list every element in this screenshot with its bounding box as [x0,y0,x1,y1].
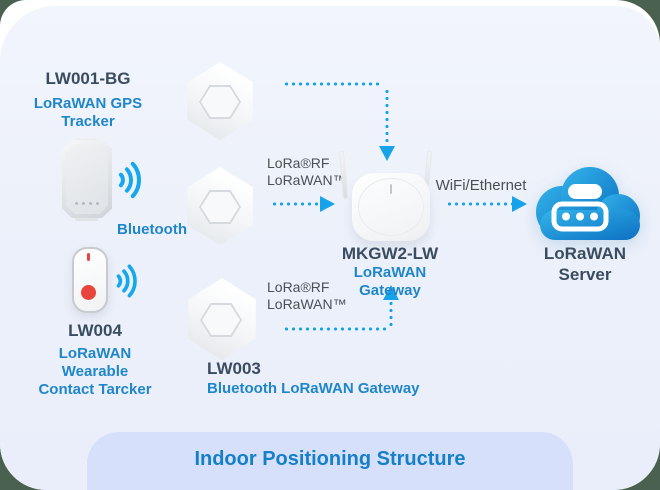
lora-rf-label-top: LoRa®RF LoRaWAN™ [267,155,347,189]
gateway-label-group: MKGW2-LW LoRaWAN Gateway [325,243,455,300]
lora-rf-bottom-line1: LoRa®RF [267,279,330,295]
diagram-panel [0,6,660,490]
lw004-desc-line1: LoRaWAN Wearable [58,345,132,380]
lw004-desc-line2: Contact Tarcker [38,381,152,398]
lw003-model-name: LW003 [207,359,261,378]
gateway-indicator [390,184,392,194]
footer-banner: Indoor Positioning Structure [87,432,573,490]
arrow-top-vertical [385,88,389,146]
lw004-model-name: LW004 [68,321,122,340]
lw001-desc-line2: Tracker [61,113,115,130]
lw004-body [72,247,108,313]
gateway-model-name: MKGW2-LW [341,244,439,263]
tracker-body [62,140,112,218]
signal-waves-icon [116,264,137,298]
lw003-label-group: LW003 Bluetooth LoRaWAN Gateway [207,358,427,398]
sos-button [81,285,96,300]
arrowhead-down-icon [379,146,395,161]
arrowhead-right-icon [512,196,527,212]
server-name-line2: Server [558,265,612,284]
lw004-indicator [87,253,90,261]
lw003-desc: Bluetooth LoRaWAN Gateway [207,380,420,397]
gps-tracker-device [62,137,112,221]
bluetooth-label: Bluetooth [117,221,187,238]
arrow-wifi-horizontal [446,202,512,206]
beacon-middle [185,167,255,245]
lora-rf-top-line1: LoRa®RF [267,155,330,171]
server-slot-icon [568,184,602,199]
lw001-desc-line1: LoRaWAN GPS [33,95,143,112]
lora-rf-bottom-line2: LoRaWAN™ [267,296,347,312]
arrowhead-up-icon [383,285,399,300]
server-box-icon [551,201,609,232]
lw004-label-group: LW004 LoRaWAN Wearable Contact Tarcker [25,320,165,399]
arrow-middle-horizontal [271,202,320,206]
server-name-line1: LoRaWAN [543,244,627,263]
beacon-top [185,62,255,140]
gateway-body [352,173,430,241]
beacon-lw003 [186,278,258,360]
gateway-desc: LoRaWAN Gateway [353,264,427,299]
arrow-bottom-horizontal [283,327,387,331]
server-label-group: LoRaWAN Server [525,243,645,285]
cloud-server-icon [536,167,640,240]
lw001-model-name: LW001-BG [45,69,131,88]
lw004-device [72,247,108,313]
footer-title: Indoor Positioning Structure [194,448,466,470]
wifi-ethernet-label: WiFi/Ethernet [435,177,527,194]
antenna-left [338,150,349,200]
tracker-dots [62,192,112,210]
lora-rf-label-bottom: LoRa®RF LoRaWAN™ [267,279,347,313]
lw001-label-group: LW001-BG LoRaWAN GPS Tracker [23,68,153,131]
tracker-face [66,144,108,214]
lora-rf-top-line2: LoRaWAN™ [267,172,347,188]
arrowhead-right-icon [320,196,335,212]
arrow-bottom-vertical [389,300,393,328]
gateway-device [330,148,450,244]
arrow-top-horizontal [283,82,383,86]
signal-waves-icon [118,161,141,199]
